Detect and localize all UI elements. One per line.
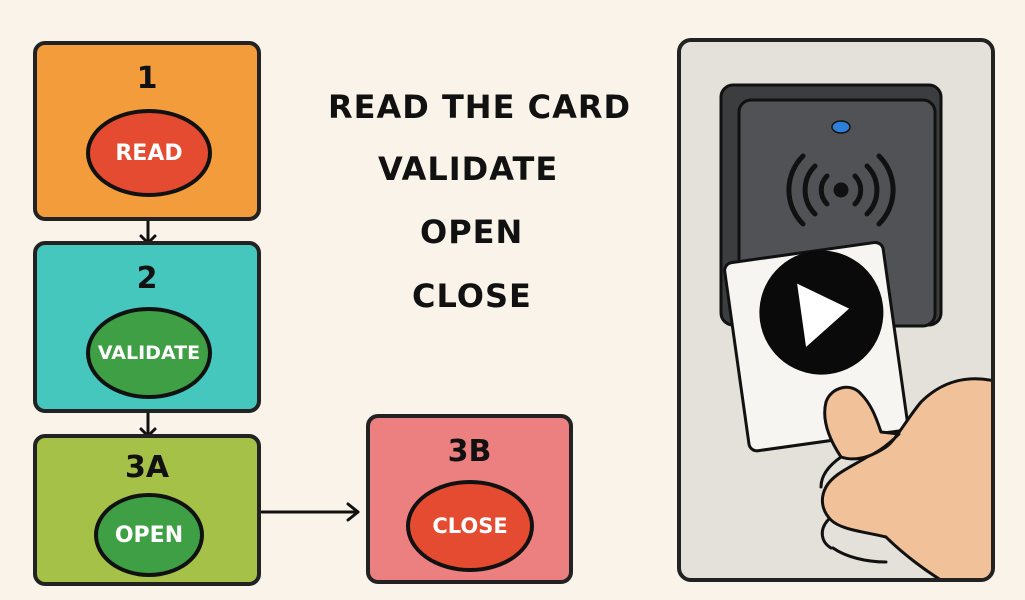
step-3b-box: 3B CLOSE <box>366 414 573 584</box>
step-3a-number: 3A <box>124 450 170 485</box>
step-2-box: 2 VALIDATE <box>33 241 261 413</box>
steps-list-item-read: READ THE CARD <box>328 88 632 126</box>
read-label: READ <box>115 140 183 166</box>
close-button[interactable]: CLOSE <box>406 480 534 572</box>
contactless-icon <box>786 153 896 227</box>
open-button[interactable]: OPEN <box>94 493 204 577</box>
step-3b-number: 3B <box>447 434 492 469</box>
validate-label: VALIDATE <box>97 342 201 364</box>
step-2-number: 2 <box>136 261 158 296</box>
steps-list-item-validate: VALIDATE <box>378 150 559 188</box>
close-label: CLOSE <box>432 514 508 538</box>
validate-button[interactable]: VALIDATE <box>86 307 212 399</box>
hand <box>819 377 991 578</box>
step-1-box: 1 READ <box>33 41 261 221</box>
step-3a-box: 3A OPEN <box>33 434 261 586</box>
status-light <box>831 120 851 134</box>
steps-list-item-open: OPEN <box>420 213 524 251</box>
open-label: OPEN <box>114 522 184 548</box>
steps-list-item-close: CLOSE <box>412 277 532 315</box>
access-card <box>723 240 909 453</box>
read-button[interactable]: READ <box>86 109 212 197</box>
reader-scene <box>719 83 991 578</box>
card-reader-illustration <box>677 38 995 582</box>
step-1-number: 1 <box>136 61 158 96</box>
